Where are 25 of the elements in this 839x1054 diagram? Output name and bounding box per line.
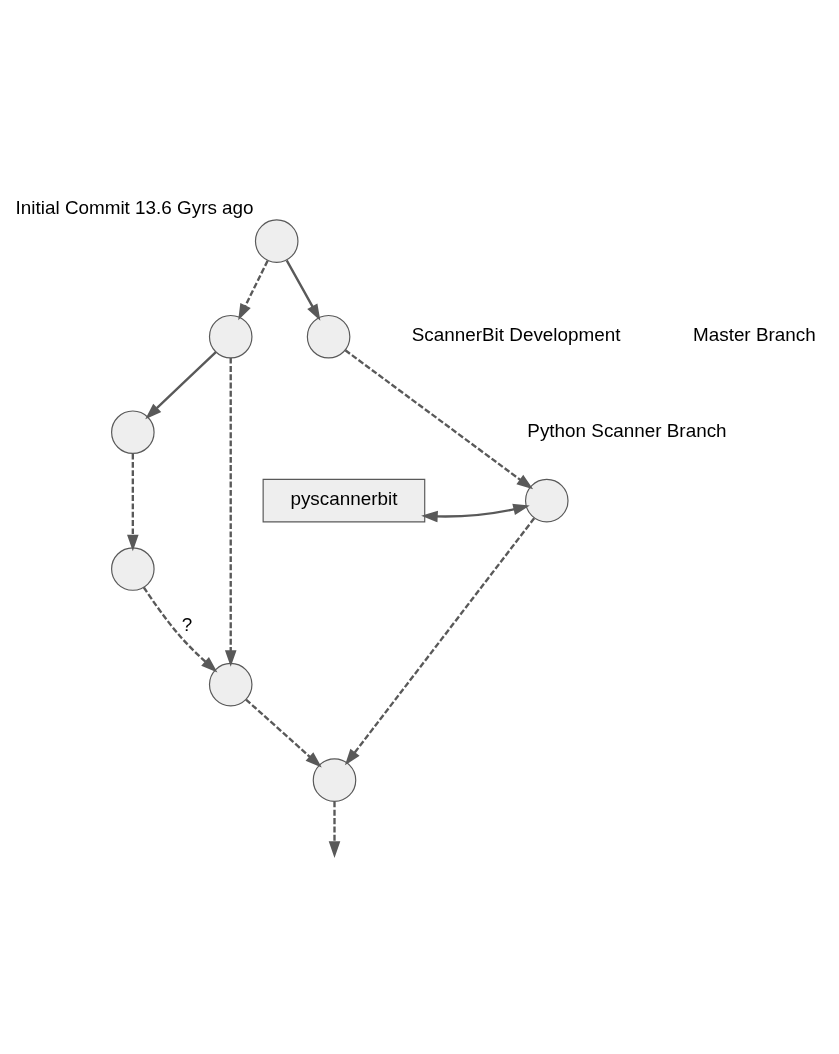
node-circle: [110, 547, 155, 591]
label: Python Scanner Branch: [526, 419, 727, 441]
arrow: [142, 586, 217, 673]
node-circle: [312, 758, 356, 802]
arrow: [144, 351, 217, 420]
node-label: Initial Commit 13.6 Gyrs ago: [15, 196, 254, 218]
node-box: pyscannerbit: [262, 478, 425, 523]
arrow: [328, 801, 340, 858]
node-circle: [208, 662, 253, 707]
node-circle: [110, 410, 155, 455]
arrow: [420, 503, 530, 523]
arrow: [237, 260, 269, 321]
arrow: [344, 517, 535, 766]
arrow: [244, 698, 322, 768]
arrow: [285, 259, 320, 321]
arrow: [344, 349, 533, 490]
node-circle: [254, 219, 299, 263]
node-circle: [524, 478, 569, 523]
edge-label: ?: [181, 614, 192, 636]
label: Master Branch: [692, 324, 816, 346]
node-circle: [306, 314, 350, 359]
node-circle: [208, 314, 253, 359]
arrow: [224, 357, 236, 667]
label: ScannerBit Development: [411, 324, 620, 346]
arrow: [126, 453, 139, 552]
